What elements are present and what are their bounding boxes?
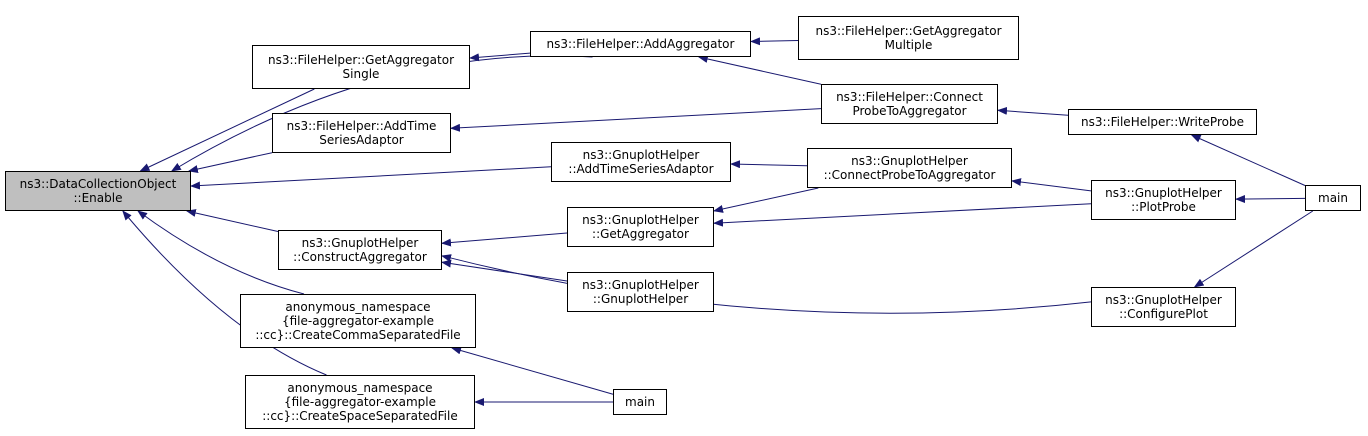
node-label-line: main	[625, 395, 655, 409]
edge-gh-ctor-to-gh-construct	[441, 259, 568, 282]
node-label-line: anonymous_namespace	[285, 300, 431, 314]
node-label-line: ns3::GnuplotHelper	[582, 148, 700, 162]
node-label-line: ::GnuplotHelper	[592, 292, 689, 306]
edge-fh-connect-to-fh-add-ts	[450, 108, 822, 132]
node-label-line: ns3::FileHelper::GetAggregator	[815, 24, 1002, 38]
node-label-line: ProbeToAggregator	[852, 104, 967, 118]
node-label-line: main	[1318, 191, 1348, 205]
edge-main-r-to-gh-plot	[1235, 195, 1306, 204]
node-anon-comma[interactable]: anonymous_namespace{file-aggregator-exam…	[240, 294, 476, 348]
node-label-line: ns3::GnuplotHelper	[1105, 293, 1222, 307]
node-label-line: ::GetAggregator	[592, 227, 689, 241]
node-gh-construct[interactable]: ns3::GnuplotHelper::ConstructAggregator	[278, 230, 442, 270]
edge-fh-connect-to-fh-add-agg	[697, 55, 822, 85]
node-label-line: anonymous_namespace	[287, 381, 433, 395]
node-label-line: Multiple	[884, 38, 933, 52]
node-label-line: ns3::FileHelper::Connect	[836, 90, 983, 104]
edge-gh-plot-to-gh-get	[713, 203, 1092, 227]
node-gh-connect[interactable]: ns3::GnuplotHelper::ConnectProbeToAggreg…	[807, 148, 1012, 188]
edge-fh-write-to-fh-connect	[997, 106, 1069, 116]
edge-gh-plot-to-gh-connect	[1011, 178, 1092, 192]
edge-gh-connect-to-gh-get	[713, 187, 819, 213]
node-label-line: ::PlotProbe	[1131, 200, 1196, 214]
node-label-line: ::AddTimeSeriesAdaptor	[568, 162, 714, 176]
node-label-line: ns3::FileHelper::GetAggregator	[267, 53, 455, 67]
node-fh-add-agg[interactable]: ns3::FileHelper::AddAggregator	[530, 31, 751, 57]
edge-main-b-to-anon-comma	[451, 346, 614, 395]
node-label-line: ns3::GnuplotHelper	[582, 278, 699, 292]
node-gh-plot[interactable]: ns3::GnuplotHelper::PlotProbe	[1091, 180, 1236, 220]
edge-main-r-to-gh-configure	[1193, 210, 1314, 288]
node-main-r[interactable]: main	[1305, 185, 1361, 211]
edge-gh-add-ts-to-enable	[190, 166, 552, 190]
node-anon-space[interactable]: anonymous_namespace{file-aggregator-exam…	[245, 375, 475, 429]
node-enable: ns3::DataCollectionObject::Enable	[5, 171, 191, 211]
node-label-line: ::Enable	[73, 191, 123, 205]
node-label-line: ::cc}::CreateSpaceSeparatedFile	[262, 409, 458, 423]
node-label-line: {file-aggregator-example	[283, 395, 437, 409]
edge-gh-construct-to-enable	[185, 209, 279, 233]
node-label-line: ns3::GnuplotHelper	[582, 213, 699, 227]
node-label-line: ns3::FileHelper::AddAggregator	[546, 37, 735, 51]
node-label-line: ns3::FileHelper::AddTime	[286, 119, 437, 133]
node-label-line: Single	[342, 67, 380, 81]
node-label-line: ns3::GnuplotHelper	[1105, 186, 1222, 200]
node-label-line: ns3::GnuplotHelper	[301, 236, 419, 250]
edge-anon-comma-to-enable	[137, 210, 305, 295]
node-gh-ctor[interactable]: ns3::GnuplotHelper::GnuplotHelper	[567, 272, 714, 312]
node-label-line: ns3::GnuplotHelper	[851, 154, 968, 168]
edge-fh-add-ts-to-enable	[187, 152, 273, 173]
edge-gh-configure-to-gh-construct	[441, 254, 1092, 314]
node-gh-get[interactable]: ns3::GnuplotHelper::GetAggregator	[567, 207, 714, 247]
node-label-line: ::ConstructAggregator	[293, 250, 427, 264]
node-main-b[interactable]: main	[613, 389, 667, 415]
node-label-line: SeriesAdaptor	[319, 133, 404, 147]
edge-fh-get-multiple-to-fh-add-agg	[750, 37, 799, 46]
node-label-line: ns3::DataCollectionObject	[19, 177, 177, 191]
edge-gh-get-to-gh-construct	[441, 232, 568, 247]
node-label-line: ns3::FileHelper::WriteProbe	[1081, 115, 1244, 129]
node-gh-configure[interactable]: ns3::GnuplotHelper::ConfigurePlot	[1091, 287, 1236, 327]
node-label-line: ::ConfigurePlot	[1119, 307, 1208, 321]
edge-fh-get-single-to-enable	[139, 88, 315, 172]
edge-main-r-to-fh-write	[1190, 134, 1306, 186]
edge-anon-space-to-enable	[122, 210, 327, 376]
node-fh-write[interactable]: ns3::FileHelper::WriteProbe	[1068, 109, 1257, 135]
node-gh-add-ts[interactable]: ns3::GnuplotHelper::AddTimeSeriesAdaptor	[551, 142, 731, 182]
edge-fh-add-agg-to-fh-get-single	[469, 52, 531, 62]
node-label-line: ::ConnectProbeToAggregator	[823, 168, 996, 182]
edge-gh-connect-to-gh-add-ts	[730, 160, 808, 169]
node-label-line: {file-aggregator-example	[281, 314, 435, 328]
node-label-line: ::cc}::CreateCommaSeparatedFile	[255, 328, 461, 342]
